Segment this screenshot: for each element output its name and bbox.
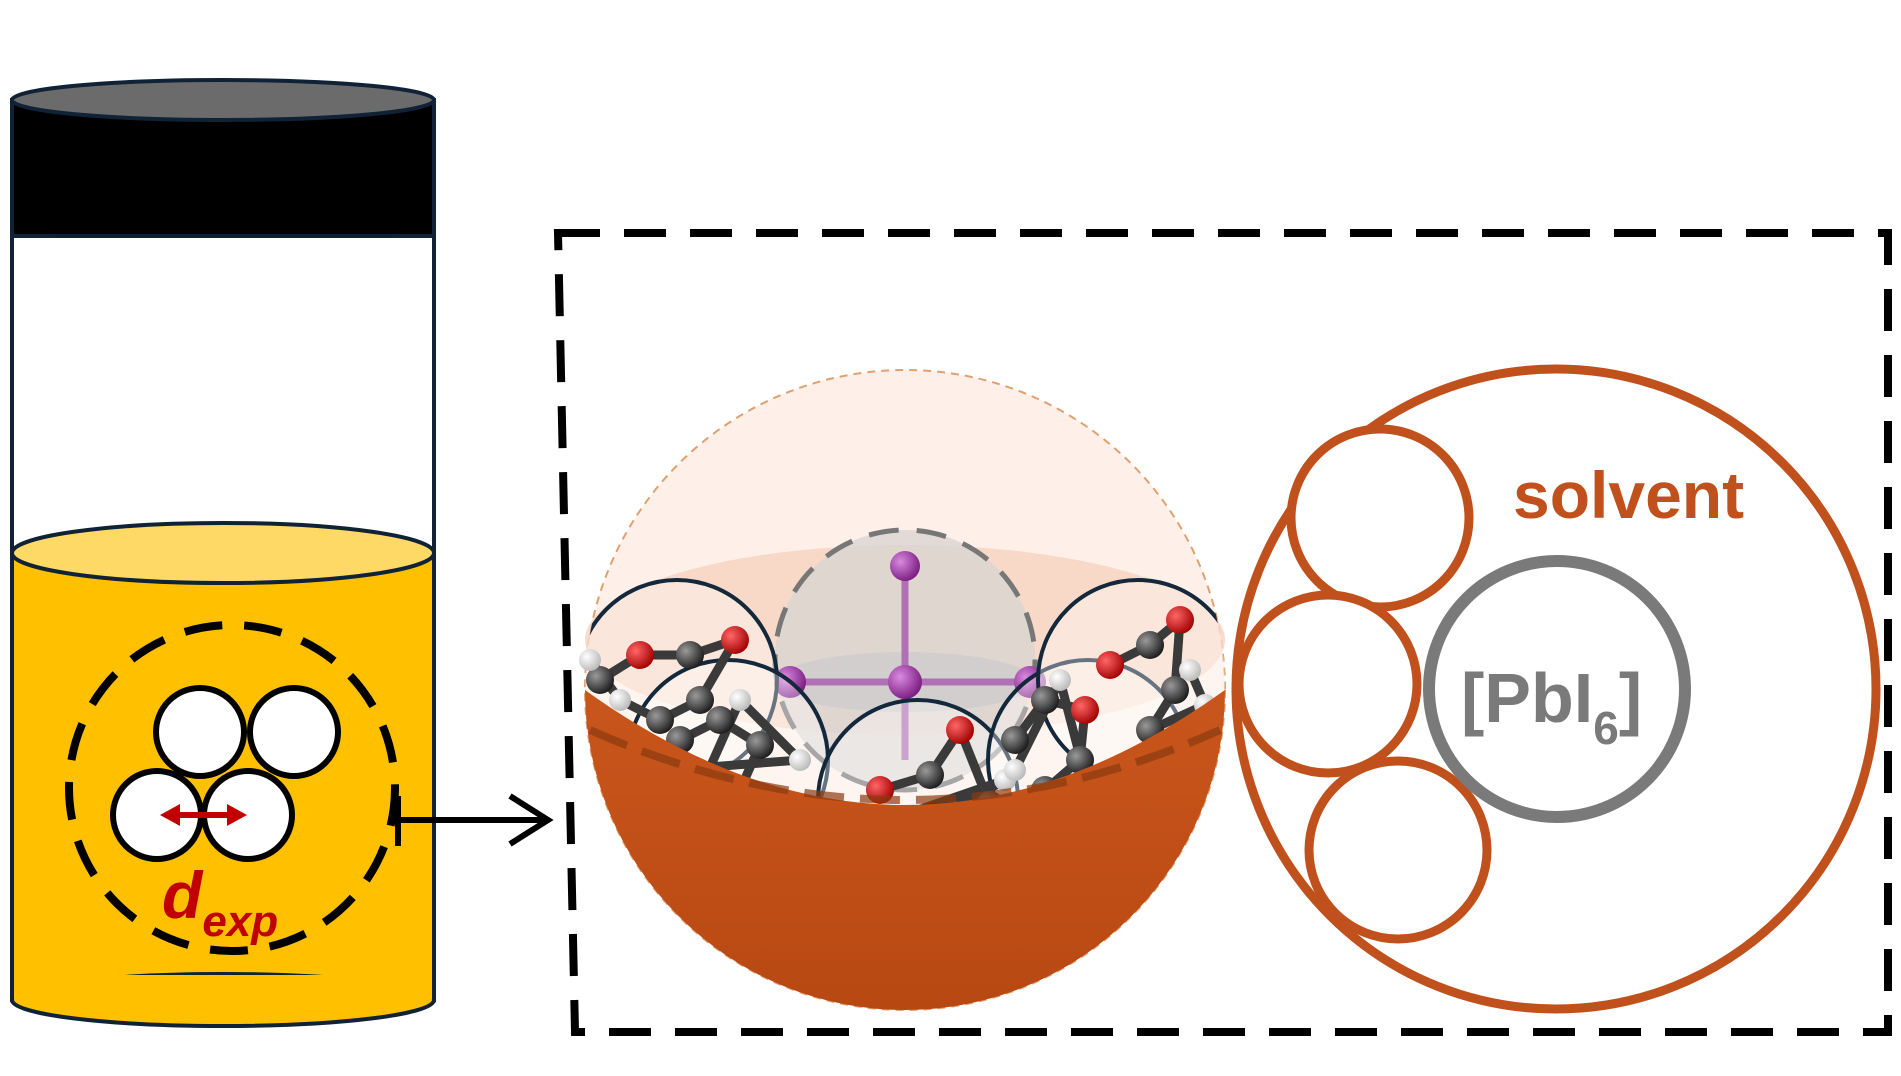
oxygen-atom (1166, 606, 1194, 634)
carbon-atom (916, 761, 944, 789)
complex-label-main: [PbI (1461, 659, 1593, 737)
carbon-atom (1001, 726, 1029, 754)
carbon-atom (646, 706, 674, 734)
distance-label-main: d (162, 858, 204, 932)
carbon-atom (1161, 676, 1189, 704)
solution-molecule (250, 688, 338, 776)
hydrogen-atom (609, 689, 631, 711)
oxygen-atom (1096, 651, 1124, 679)
carbon-atom (676, 641, 704, 669)
hydrogen-atom (579, 649, 601, 671)
carbon-atom (706, 706, 734, 734)
hydrogen-atom (1179, 659, 1201, 681)
oxygen-atom (946, 716, 974, 744)
solvation-sphere (577, 370, 1238, 1010)
carbon-atom (1031, 686, 1059, 714)
hydrogen-atom (789, 749, 811, 771)
oxygen-atom (1071, 696, 1099, 724)
carbon-atom (746, 731, 774, 759)
liquid-surface (12, 523, 434, 583)
solvation-shell-schematic: solvent [PbI6] (1236, 369, 1876, 1009)
solution-molecule (156, 688, 244, 776)
hydrogen-atom (1049, 669, 1071, 691)
solvent-circle (1309, 761, 1487, 939)
oxygen-atom (626, 641, 654, 669)
complex-label-close: ] (1619, 659, 1642, 737)
vial-cap-top (12, 80, 434, 120)
complex-label-subscript: 6 (1593, 702, 1619, 754)
solvent-circle (1239, 595, 1417, 773)
vial: dexp (12, 80, 434, 1026)
carbon-atom (1136, 631, 1164, 659)
hydrogen-atom (1004, 759, 1026, 781)
lead-atom (888, 665, 922, 699)
solvent-label: solvent (1513, 458, 1744, 532)
oxygen-atom (721, 626, 749, 654)
solvent-circle (1291, 429, 1469, 607)
carbon-atom (686, 686, 714, 714)
iodine-atom (890, 551, 920, 581)
distance-label-subscript: exp (202, 897, 278, 946)
hydrogen-atom (729, 689, 751, 711)
